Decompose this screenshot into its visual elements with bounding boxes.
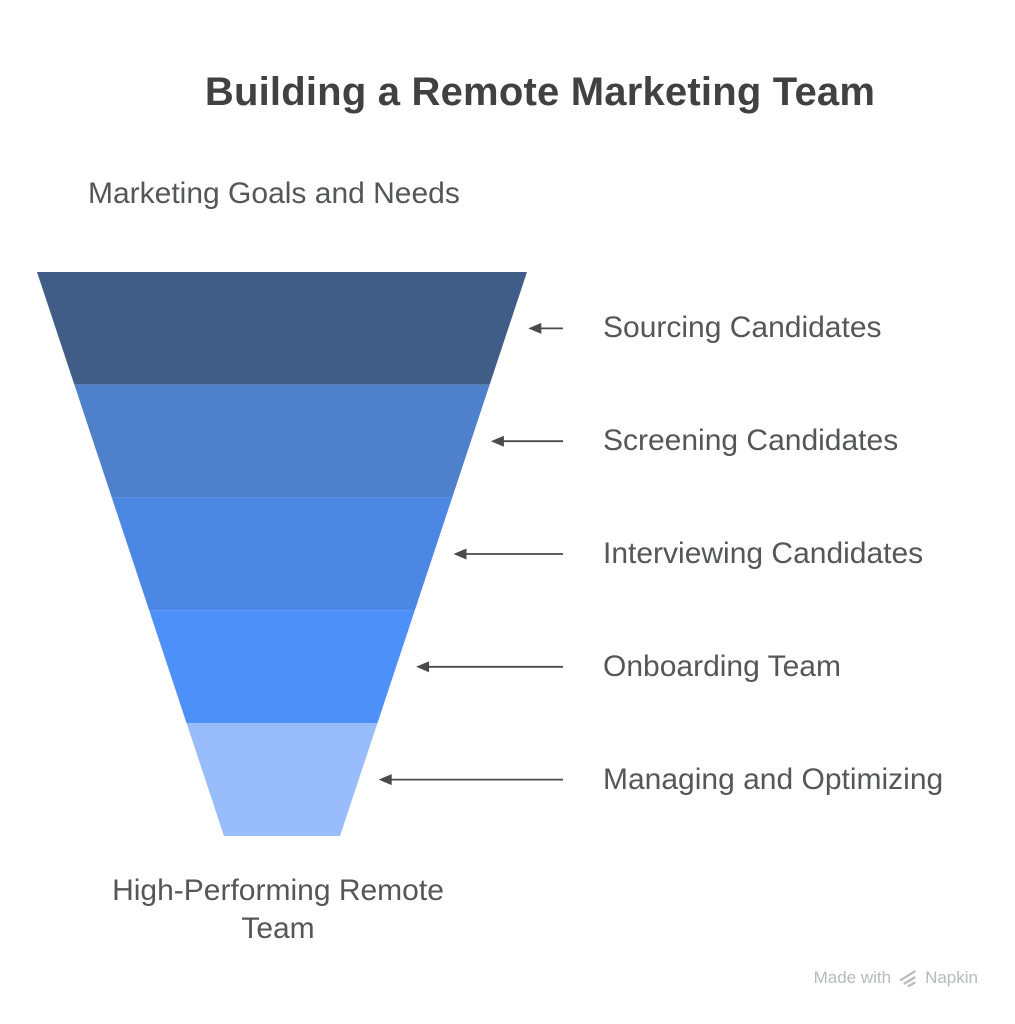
arrow-head-3 xyxy=(453,548,467,560)
funnel-segment-4 xyxy=(149,610,415,724)
funnel-segment-2 xyxy=(74,384,490,498)
arrow-head-5 xyxy=(378,774,392,786)
napkin-logo-icon xyxy=(899,970,916,988)
arrow-head-2 xyxy=(490,435,504,447)
diagram-title: Building a Remote Marketing Team xyxy=(204,70,876,114)
funnel-segment-1 xyxy=(37,272,527,385)
funnel-segment-5 xyxy=(186,723,378,836)
funnel-input-label: Marketing Goals and Needs xyxy=(88,177,460,210)
napkin-watermark: Made with Napkin xyxy=(814,968,978,988)
arrow-head-1 xyxy=(528,322,542,334)
stage-label-interviewing-candidates: Interviewing Candidates xyxy=(603,537,924,570)
funnel-output-label: High-Performing Remote Team xyxy=(112,874,444,945)
watermark-made-with-text: Made with xyxy=(813,968,892,987)
stage-label-sourcing-candidates: Sourcing Candidates xyxy=(603,311,882,344)
stage-label-onboarding-team: Onboarding Team xyxy=(603,650,841,683)
arrow-head-4 xyxy=(416,661,430,673)
stage-label-managing-and-optimizing: Managing and Optimizing xyxy=(603,763,944,796)
stage-label-screening-candidates: Screening Candidates xyxy=(603,424,899,457)
funnel-segment-3 xyxy=(111,497,453,611)
watermark-brand-text: Napkin xyxy=(925,968,978,987)
